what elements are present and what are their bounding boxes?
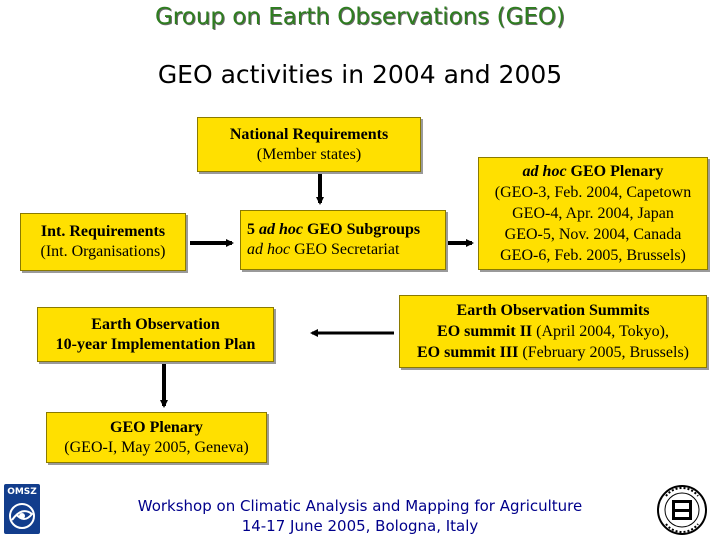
- int-requirements-title: Int. Requirements: [40, 223, 166, 240]
- subgroups-title: 5 ad hoc GEO Subgroups: [247, 221, 421, 238]
- workshop-title: Workshop on Climatic Analysis and Mappin…: [137, 497, 583, 515]
- omsz-logo-text: OMSZ: [7, 487, 37, 497]
- iso-seal-graphic: [657, 485, 707, 535]
- int-requirements-box: Int. Requirements (Int. Organisations): [20, 213, 186, 271]
- iso-9001-seal-icon: [652, 484, 712, 541]
- adhoc-plenary-geo6: GEO-6, Feb. 2005, Brussels): [500, 247, 686, 264]
- omsz-swirl-icon: [9, 503, 35, 529]
- subgroups-box: 5 ad hoc GEO Subgroups ad hoc GEO Secret…: [240, 210, 446, 270]
- adhoc-plenary-title: ad hoc GEO Plenary: [522, 163, 664, 180]
- adhoc-plenary-geo3: (GEO-3, Feb. 2004, Capetown: [494, 184, 692, 201]
- eo-summits-box: Earth Observation Summits EO summit II (…: [399, 295, 707, 368]
- workshop-footer: Workshop on Climatic Analysis and Mappin…: [0, 496, 720, 536]
- eo-summits-title: Earth Observation Summits: [456, 302, 650, 319]
- implementation-plan-subtitle: 10-year Implementation Plan: [55, 335, 256, 353]
- omsz-logo-icon: OMSZ: [4, 484, 40, 534]
- geo-plenary-title: GEO Plenary: [110, 418, 203, 436]
- national-requirements-title: National Requirements: [229, 125, 389, 143]
- adhoc-plenary-geo4: GEO-4, Apr. 2004, Japan: [512, 205, 674, 222]
- adhoc-plenary-box: ad hoc GEO Plenary (GEO-3, Feb. 2004, Ca…: [478, 157, 708, 270]
- int-requirements-subtitle: (Int. Organisations): [40, 243, 166, 260]
- geo-plenary-box: GEO Plenary (GEO-I, May 2005, Geneva): [46, 412, 267, 463]
- adhoc-plenary-geo5: GEO-5, Nov. 2004, Canada: [504, 226, 682, 243]
- implementation-plan-title: Earth Observation: [91, 315, 220, 333]
- implementation-plan-box: Earth Observation 10-year Implementation…: [37, 307, 274, 362]
- page-subtitle: GEO activities in 2004 and 2005: [157, 60, 563, 89]
- workshop-dates: 14-17 June 2005, Bologna, Italy: [241, 517, 479, 535]
- secretariat-label: ad hoc GEO Secretariat: [247, 241, 400, 258]
- geo-plenary-subtitle: (GEO-I, May 2005, Geneva): [64, 438, 249, 456]
- eo-summit-3: EO summit III (February 2005, Brussels): [417, 344, 689, 361]
- page-title: Group on Earth Observations (GEO): [154, 4, 566, 30]
- eo-summit-2: EO summit II (April 2004, Tokyo),: [437, 323, 669, 340]
- national-requirements-box: National Requirements (Member states): [197, 117, 421, 172]
- national-requirements-subtitle: (Member states): [256, 145, 362, 163]
